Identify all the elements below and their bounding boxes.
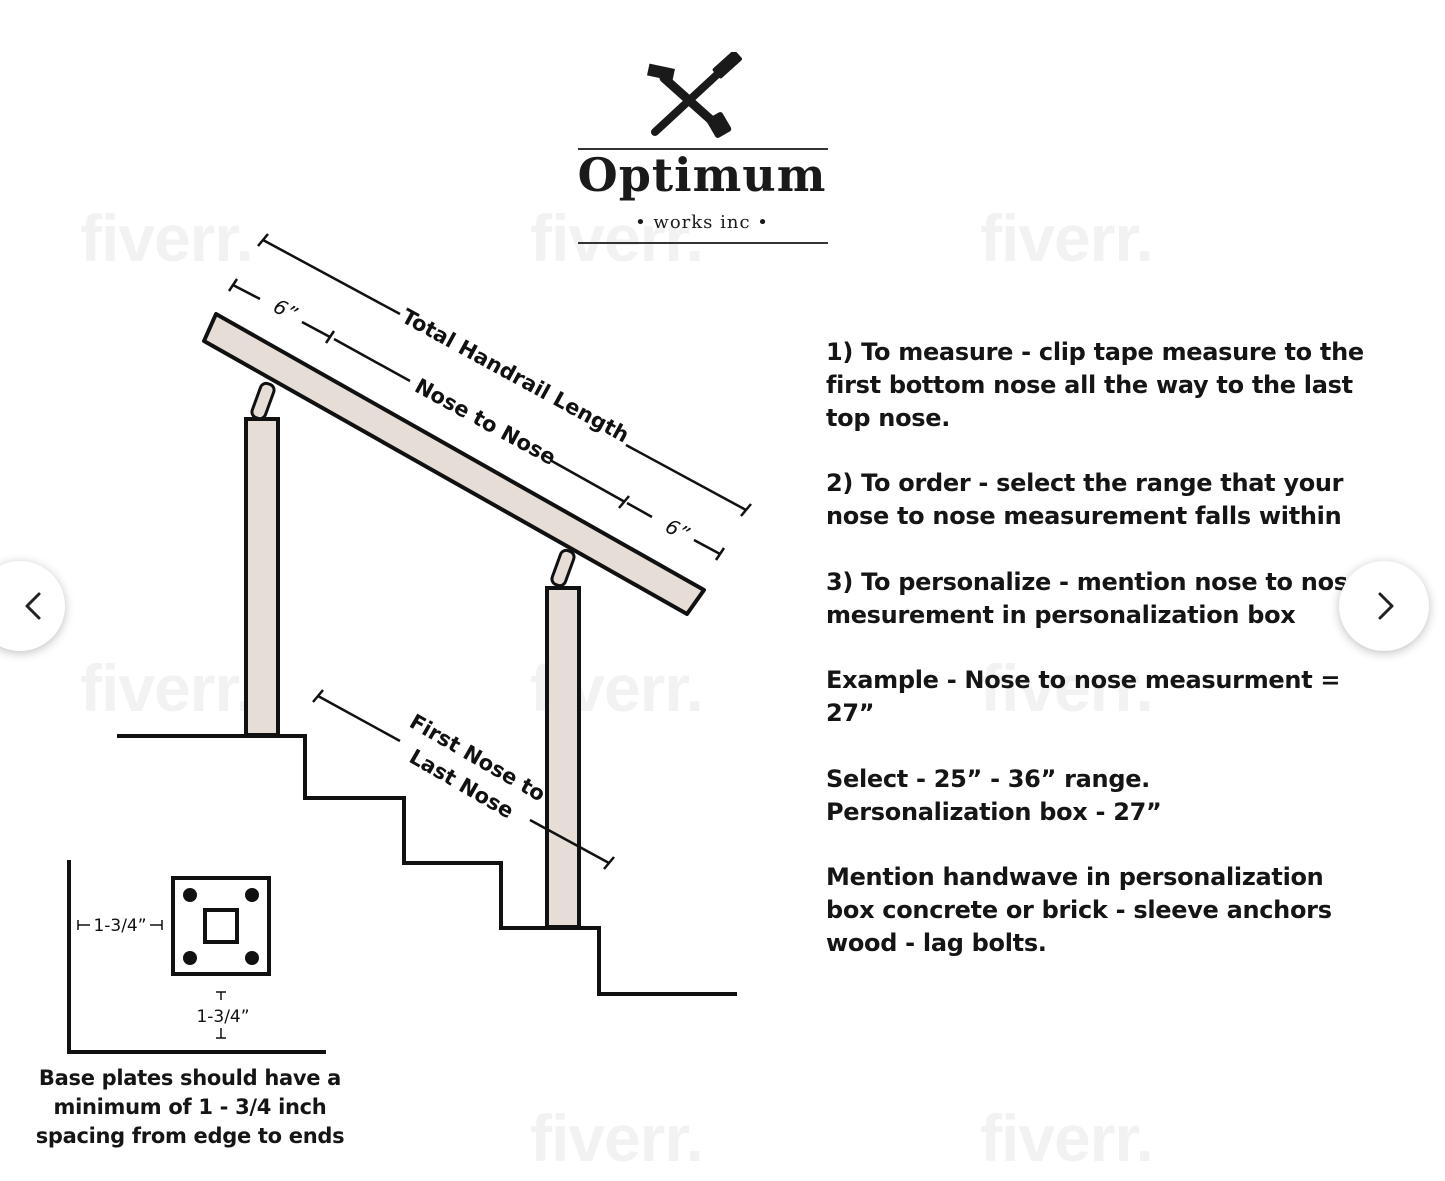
logo-rule-bottom bbox=[578, 242, 828, 244]
base-plate-caption: Base plates should have a minimum of 1 -… bbox=[35, 1066, 345, 1148]
instruction-measure: 1) To measure - clip tape measure to the… bbox=[826, 338, 1364, 432]
watermark: fiverr. bbox=[80, 201, 254, 275]
offset-top-label: 6” bbox=[269, 294, 301, 326]
watermark: fiverr. bbox=[530, 1101, 704, 1175]
chevron-right-icon bbox=[1378, 592, 1394, 620]
logo-subtitle: • works inc • bbox=[635, 212, 769, 233]
logo-rule-top bbox=[578, 148, 828, 150]
left-post bbox=[244, 417, 280, 737]
offset-bottom-label: 6” bbox=[661, 514, 693, 546]
chevron-left-icon bbox=[25, 592, 41, 620]
right-post bbox=[545, 586, 581, 929]
logo-name: Optimum bbox=[577, 148, 827, 202]
handrail-bar bbox=[202, 312, 706, 616]
handrail-diagram: Total Handrail Length 6” Nose to Nose 6”… bbox=[67, 233, 752, 1054]
stairs-outline bbox=[117, 734, 737, 996]
watermark: fiverr. bbox=[980, 1101, 1154, 1175]
instruction-order: 2) To order - select the range that your… bbox=[826, 469, 1344, 530]
watermark: fiverr. bbox=[980, 651, 1154, 725]
watermark: fiverr. bbox=[80, 651, 254, 725]
instruction-example: Example - Nose to nose measurment = 27” bbox=[826, 666, 1341, 727]
instruction-select: Select - 25” - 36” range. Personalizatio… bbox=[826, 765, 1162, 826]
next-image-button[interactable] bbox=[1339, 561, 1429, 651]
watermark: fiverr. bbox=[980, 201, 1154, 275]
instruction-personalize: 3) To personalize - mention nose to nose… bbox=[826, 568, 1364, 629]
base-plate-detail: 1-3/4” 1-3/4” bbox=[67, 860, 326, 1054]
crossed-tools-icon bbox=[647, 52, 743, 138]
base-bottom-label: 1-3/4” bbox=[196, 1007, 249, 1027]
total-length-dimension bbox=[257, 233, 752, 517]
watermark: fiverr. bbox=[530, 201, 704, 275]
instruction-hardware: Mention handwave in personalization box … bbox=[826, 863, 1332, 957]
base-side-label: 1-3/4” bbox=[93, 916, 146, 936]
